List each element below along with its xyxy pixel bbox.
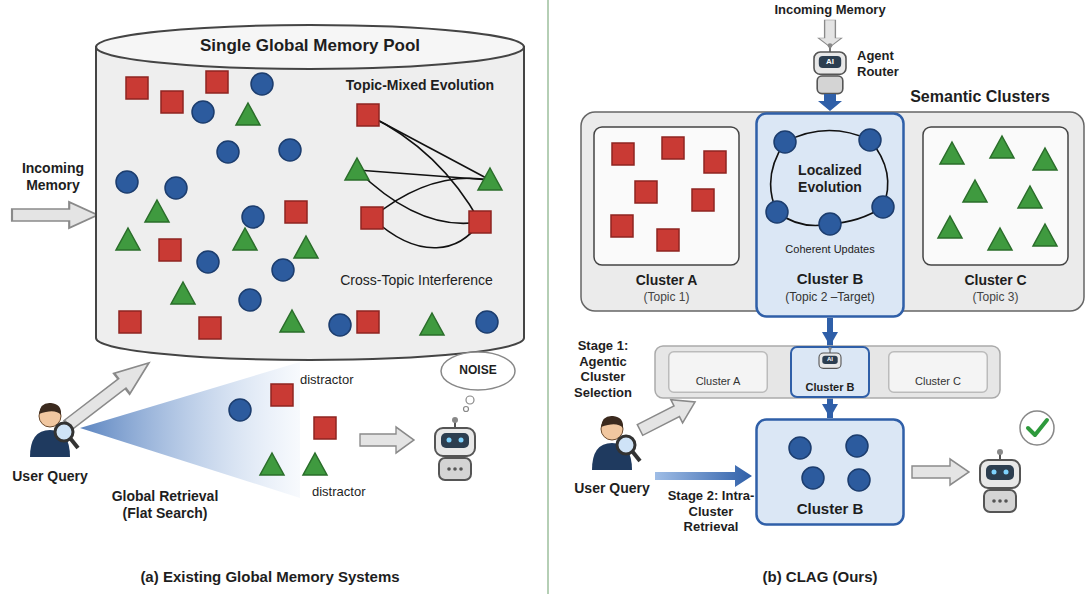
- robot-badge: AI: [818, 355, 842, 363]
- user-label: User Query: [567, 480, 657, 497]
- selected-cluster-chip: Cluster B: [790, 346, 870, 398]
- input-label: Incoming Memory: [760, 2, 900, 18]
- node-text: Cross-Topic Interference: [318, 272, 515, 289]
- node-text: Cluster B: [755, 270, 905, 288]
- cluster-chip: Cluster C: [888, 351, 988, 393]
- node-text: Cluster B: [790, 381, 870, 394]
- stage-label: Stage 2: Intra-Cluster Retrieval: [666, 488, 756, 535]
- node-text: Topic-Mixed Evolution: [323, 77, 517, 94]
- shape-outline: [95, 22, 525, 360]
- robot-badge: AI: [818, 57, 842, 67]
- node-text: Cluster C: [922, 272, 1069, 289]
- shape-outline: [755, 112, 905, 318]
- flow-arrow: [827, 398, 833, 418]
- node-text: Semantic Clusters: [880, 87, 1080, 106]
- panel-caption: (b) CLAG (Ours): [600, 568, 1040, 586]
- router-label: Agent Router: [857, 48, 917, 79]
- semantic-clusters-panel: Semantic ClustersCluster A(Topic 1) Local…: [580, 85, 1085, 312]
- node-text: Localized Evolution: [773, 162, 887, 196]
- node-text: (Topic 1): [593, 290, 740, 304]
- distractor-label: distractor: [312, 484, 384, 500]
- memory-pool-cylinder: Single Global Memory PoolTopic-Mixed Evo…: [95, 22, 525, 360]
- node-text: Cluster C: [888, 375, 988, 388]
- target-cluster-box: Localized EvolutionCoherent UpdatesClust…: [755, 112, 905, 318]
- distractor-label: distractor: [300, 372, 372, 388]
- cluster-box: Cluster A(Topic 1): [593, 126, 740, 306]
- node-text: Coherent Updates: [760, 243, 900, 256]
- cluster-box: Cluster C(Topic 3): [922, 126, 1069, 306]
- user-label: User Query: [5, 468, 95, 485]
- node-text: Single Global Memory Pool: [95, 36, 525, 56]
- input-label: Incoming Memory: [8, 160, 98, 194]
- retrieved-cluster-box: Cluster B: [755, 418, 905, 526]
- node-text: (Topic 2 –Target): [755, 290, 905, 304]
- node-text: NOISE: [440, 363, 516, 377]
- node-text: Stage 1: Agentic Cluster Selection: [555, 338, 651, 400]
- stage-band: Stage 1: Agentic Cluster SelectionCluste…: [555, 346, 1000, 398]
- flow-arrow: [827, 318, 833, 346]
- node-text: Cluster B: [755, 500, 905, 518]
- node-text: (Topic 3): [922, 290, 1069, 304]
- panel-caption: (a) Existing Global Memory Systems: [60, 568, 480, 586]
- node-text: Cluster A: [668, 375, 768, 388]
- node-text: Cluster A: [593, 272, 740, 289]
- retrieval-label: Global Retrieval (Flat Search): [95, 488, 235, 522]
- cluster-chip: Cluster A: [668, 351, 768, 393]
- noise-bubble: NOISE: [440, 350, 516, 392]
